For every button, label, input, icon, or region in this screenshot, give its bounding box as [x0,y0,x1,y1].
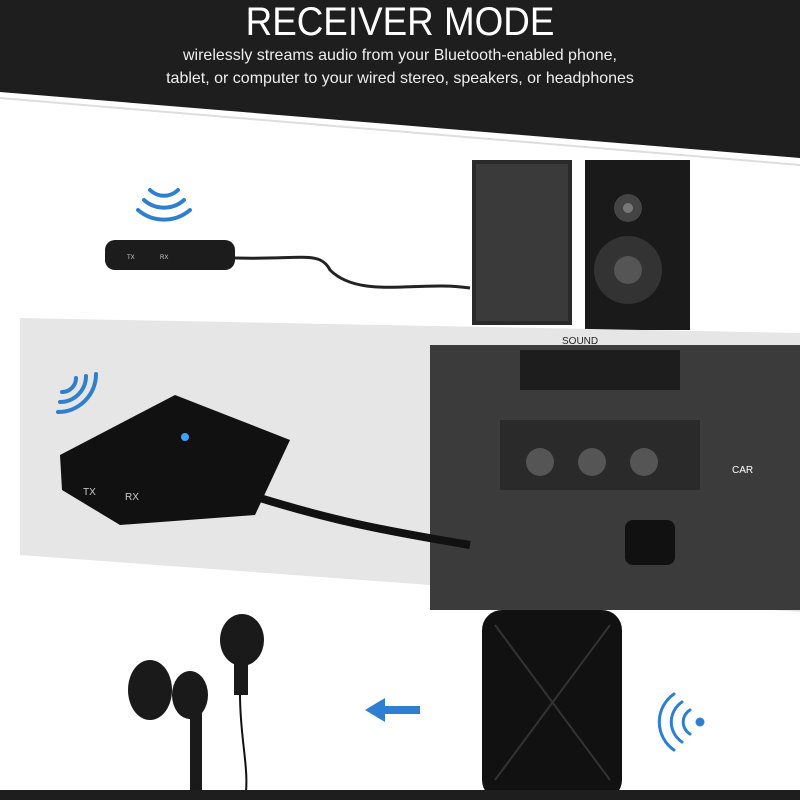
page-title: RECEIVER MODE [245,0,555,44]
device-tx-label: TX [127,255,135,261]
speaker-left [472,160,572,325]
sound-label: SOUND [562,336,599,347]
wireless-signal-icon [56,372,98,414]
wireless-signal-icon [136,188,192,222]
car-label: CAR [732,465,754,476]
subtitle-line-2: tablet, or computer to your wired stereo… [166,70,634,87]
receiver-device-small [105,240,471,290]
device-tx-label-large: TX [83,487,96,498]
footer-strip [0,790,800,800]
subtitle-line-1: wirelessly streams audio from your Bluet… [182,47,617,64]
device-rx-label: RX [160,255,169,261]
arrow-left-icon [365,698,420,722]
receiver-device-rx [482,610,622,800]
receiver-device-large [60,395,471,549]
earphones [128,614,264,800]
device-rx-label-large: RX [125,492,139,503]
speaker-right [585,160,690,330]
header-background [0,0,800,158]
wireless-signal-icon [657,692,705,752]
